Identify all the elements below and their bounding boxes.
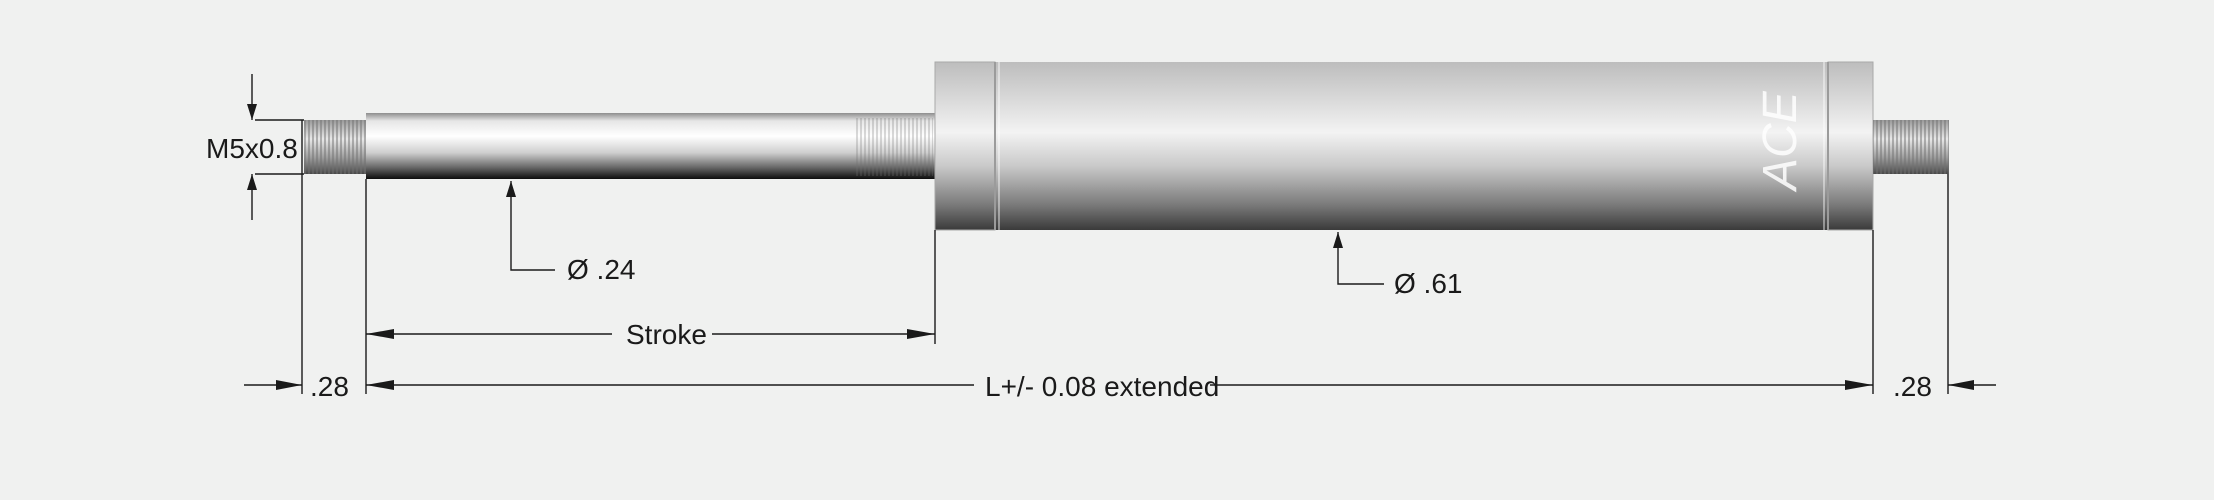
left-end-dimension: .28: [244, 371, 349, 402]
ace-logo: ACE: [1754, 90, 1807, 193]
body-diameter-callout: Ø .61: [1333, 232, 1462, 299]
stroke-label: Stroke: [626, 319, 707, 350]
rod-diameter-callout: Ø .24: [506, 181, 635, 285]
right-thread: [1873, 120, 1949, 174]
left-thread: [304, 120, 366, 174]
thread-size-dimension: M5x0.8: [206, 74, 304, 220]
dimensions: M5x0.8 Ø .24 Ø .61 Stroke: [206, 74, 1996, 402]
stroke-dimension: Stroke: [366, 319, 935, 350]
thread-size-label: M5x0.8: [206, 133, 298, 164]
left-end-label: .28: [310, 371, 349, 402]
length-dimension: L+/- 0.08 extended: [366, 371, 1873, 402]
right-end-label: .28: [1893, 371, 1932, 402]
rod-diameter-label: Ø .24: [567, 254, 635, 285]
right-end-dimension: .28: [1893, 371, 1996, 402]
length-label: L+/- 0.08 extended: [985, 371, 1219, 402]
piston-rod: [366, 113, 936, 179]
body-diameter-label: Ø .61: [1394, 268, 1462, 299]
gas-spring: ACE: [304, 61, 1949, 231]
cylinder-body: ACE: [934, 61, 1874, 231]
extension-lines: [301, 120, 1949, 394]
